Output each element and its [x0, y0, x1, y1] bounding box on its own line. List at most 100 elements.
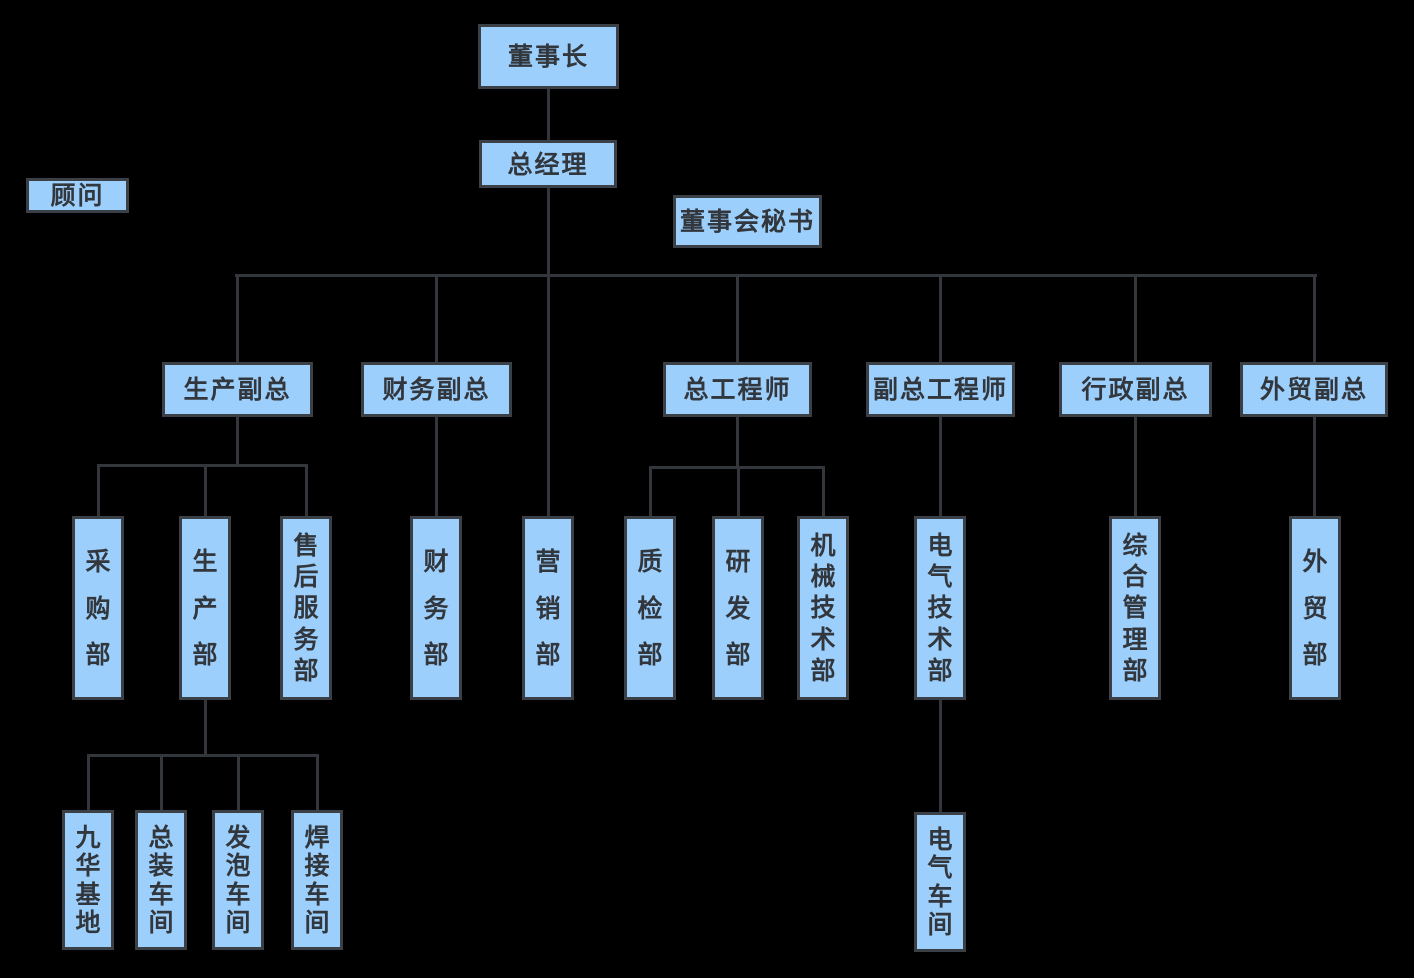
node-label-char: 间: [304, 908, 330, 938]
connector-line: [234, 273, 1317, 277]
org-node-dept-after-sales[interactable]: 售后服务部: [280, 516, 332, 700]
node-label-char: 售: [293, 531, 319, 561]
org-node-ws-electrical[interactable]: 电气车间: [914, 812, 966, 952]
org-node-chief-engineer[interactable]: 总工程师: [663, 362, 812, 417]
node-label-char: 部: [423, 640, 449, 670]
org-node-dept-procurement[interactable]: 采购部: [72, 516, 124, 700]
connector-line: [86, 753, 319, 757]
org-node-chairman[interactable]: 董事长: [478, 24, 619, 89]
node-label-char: 地: [75, 908, 101, 938]
node-label-char: 服: [293, 593, 319, 623]
node-label-char: 技: [810, 593, 836, 623]
node-label-char: 间: [225, 908, 251, 938]
node-label-char: 总: [148, 822, 174, 852]
node-label-char: 部: [927, 655, 953, 685]
connector-line: [86, 755, 90, 810]
node-label-char: 管: [1122, 593, 1148, 623]
node-label-char: 检: [637, 593, 663, 623]
node-label: 行政副总: [1081, 375, 1190, 404]
node-label-char: 车: [304, 879, 330, 909]
org-node-dept-marketing[interactable]: 营销部: [522, 516, 574, 700]
connector-line: [203, 700, 207, 755]
connector-line: [159, 755, 163, 810]
node-label-char: 基: [75, 879, 101, 909]
node-label-char: 部: [810, 655, 836, 685]
node-label-char: 械: [810, 562, 836, 592]
org-node-ws-welding[interactable]: 焊接车间: [291, 810, 343, 950]
org-node-vp-foreign-trade[interactable]: 外贸副总: [1240, 362, 1388, 417]
connector-line: [735, 275, 739, 362]
node-label-char: 理: [1122, 624, 1148, 654]
org-node-deputy-chief-engineer[interactable]: 副总工程师: [866, 362, 1015, 417]
connector-line: [546, 89, 550, 140]
connector-line: [96, 463, 308, 467]
connector-line: [1312, 417, 1316, 516]
node-label-char: 研: [725, 546, 751, 576]
connector-line: [736, 467, 740, 516]
node-label-char: 购: [85, 593, 111, 623]
node-label: 外贸副总: [1259, 375, 1368, 404]
node-label-char: 合: [1122, 562, 1148, 592]
connector-line: [735, 417, 739, 467]
connector-line: [304, 465, 308, 516]
org-node-advisor[interactable]: 顾问: [26, 178, 129, 213]
node-label-char: 机: [810, 531, 836, 561]
node-label-char: 质: [637, 546, 663, 576]
node-label-char: 焊: [304, 822, 330, 852]
node-label-char: 部: [637, 640, 663, 670]
connector-line: [434, 275, 438, 362]
org-node-dept-rd[interactable]: 研发部: [712, 516, 764, 700]
node-label-char: 车: [225, 879, 251, 909]
node-label-char: 部: [192, 640, 218, 670]
node-label-char: 电: [927, 824, 953, 854]
node-label-char: 华: [75, 851, 101, 881]
node-label-char: 务: [293, 624, 319, 654]
org-node-dept-foreign-trade[interactable]: 外贸部: [1289, 516, 1341, 700]
org-node-vp-admin[interactable]: 行政副总: [1059, 362, 1212, 417]
org-node-ws-assembly[interactable]: 总装车间: [135, 810, 187, 950]
org-node-dept-elec-tech[interactable]: 电气技术部: [914, 516, 966, 700]
org-node-dept-general-mgmt[interactable]: 综合管理部: [1109, 516, 1161, 700]
org-node-vp-finance[interactable]: 财务副总: [361, 362, 512, 417]
org-node-ws-foaming[interactable]: 发泡车间: [212, 810, 264, 950]
node-label: 董事会秘书: [679, 207, 815, 236]
org-node-general-manager[interactable]: 总经理: [479, 140, 617, 188]
node-label-char: 车: [148, 879, 174, 909]
org-node-dept-finance[interactable]: 财务部: [410, 516, 462, 700]
connector-line: [648, 467, 652, 516]
node-label-char: 部: [1122, 655, 1148, 685]
node-label-char: 气: [927, 562, 953, 592]
node-label-char: 装: [148, 851, 174, 881]
org-node-dept-qc[interactable]: 质检部: [624, 516, 676, 700]
node-label-char: 九: [75, 822, 101, 852]
org-node-vp-production[interactable]: 生产副总: [162, 362, 313, 417]
node-label: 总经理: [507, 149, 589, 179]
node-label-char: 贸: [1302, 593, 1328, 623]
node-label-char: 车: [927, 881, 953, 911]
connector-line: [1312, 275, 1316, 362]
org-node-dept-production[interactable]: 生产部: [179, 516, 231, 700]
connector-line: [546, 188, 550, 516]
node-label-char: 间: [927, 910, 953, 940]
connector-line: [1133, 275, 1137, 362]
node-label-char: 外: [1302, 546, 1328, 576]
org-node-ws-jiuhua-base[interactable]: 九华基地: [62, 810, 114, 950]
node-label-char: 务: [423, 593, 449, 623]
node-label-char: 接: [304, 851, 330, 881]
node-label: 副总工程师: [872, 375, 1008, 404]
org-node-board-secretary[interactable]: 董事会秘书: [673, 195, 822, 248]
node-label: 财务副总: [382, 375, 491, 404]
node-label-char: 后: [293, 562, 319, 592]
node-label-char: 间: [148, 908, 174, 938]
node-label-char: 生: [192, 546, 218, 576]
node-label-char: 财: [423, 546, 449, 576]
connector-line: [821, 467, 825, 516]
node-label-char: 部: [1302, 640, 1328, 670]
node-label-char: 综: [1122, 531, 1148, 561]
node-label-char: 技: [927, 593, 953, 623]
connector-line: [235, 417, 239, 465]
connector-line: [315, 755, 319, 810]
org-node-dept-mech-tech[interactable]: 机械技术部: [797, 516, 849, 700]
node-label-char: 部: [85, 640, 111, 670]
